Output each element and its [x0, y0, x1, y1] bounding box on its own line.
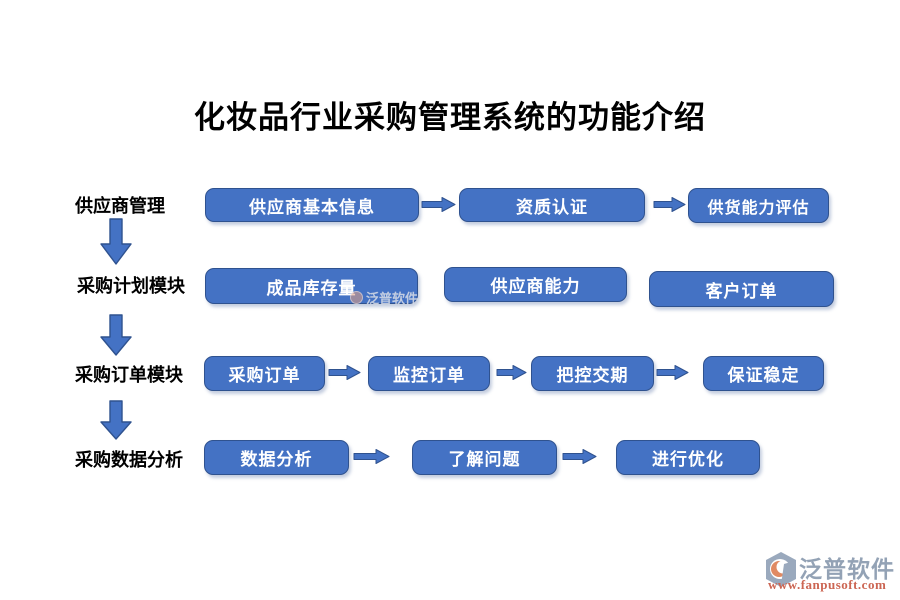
logo-company-name: 泛普软件 [799, 556, 895, 582]
flow-box-supply-capability-evaluation: 供货能力评估 [688, 188, 829, 223]
right-arrow-icon [656, 365, 689, 380]
right-arrow-icon [328, 365, 361, 380]
right-arrow-icon [653, 197, 686, 212]
row-label-purchase-plan-module: 采购计划模块 [77, 276, 185, 296]
fanpu-logo: 泛普软件 www.fanpusoft.com [766, 550, 898, 596]
row-label-supplier-management: 供应商管理 [75, 196, 165, 216]
right-arrow-icon [562, 449, 597, 464]
flow-box-supplier-basic-info: 供应商基本信息 [205, 188, 419, 222]
row-label-purchase-order-module: 采购订单模块 [75, 365, 183, 385]
down-arrow-icon [100, 400, 132, 440]
down-arrow-icon [100, 314, 132, 356]
flow-box-optimize: 进行优化 [616, 440, 760, 475]
flow-box-supplier-capability: 供应商能力 [444, 267, 627, 302]
page-title: 化妆品行业采购管理系统的功能介绍 [194, 100, 706, 135]
logo-website-url: www.fanpusoft.com [768, 577, 887, 592]
flow-box-understand-problems: 了解问题 [412, 440, 557, 475]
flow-box-monitor-order: 监控订单 [368, 356, 490, 391]
fanpu-logo-icon [766, 552, 796, 587]
flow-box-purchase-order: 采购订单 [204, 356, 325, 391]
flow-box-customer-orders: 客户订单 [649, 271, 834, 307]
flow-box-guarantee-stability: 保证稳定 [703, 356, 824, 391]
flow-box-data-analysis: 数据分析 [204, 440, 349, 475]
right-arrow-icon [353, 449, 390, 464]
right-arrow-icon [496, 365, 527, 380]
flow-box-qualification-certification: 资质认证 [459, 188, 645, 222]
row-label-purchase-data-analysis: 采购数据分析 [75, 450, 183, 470]
flow-box-finished-goods-inventory: 成品库存量 [205, 268, 418, 304]
down-arrow-icon [100, 218, 132, 265]
flow-box-control-delivery-time: 把控交期 [531, 356, 654, 391]
right-arrow-icon [421, 197, 456, 212]
